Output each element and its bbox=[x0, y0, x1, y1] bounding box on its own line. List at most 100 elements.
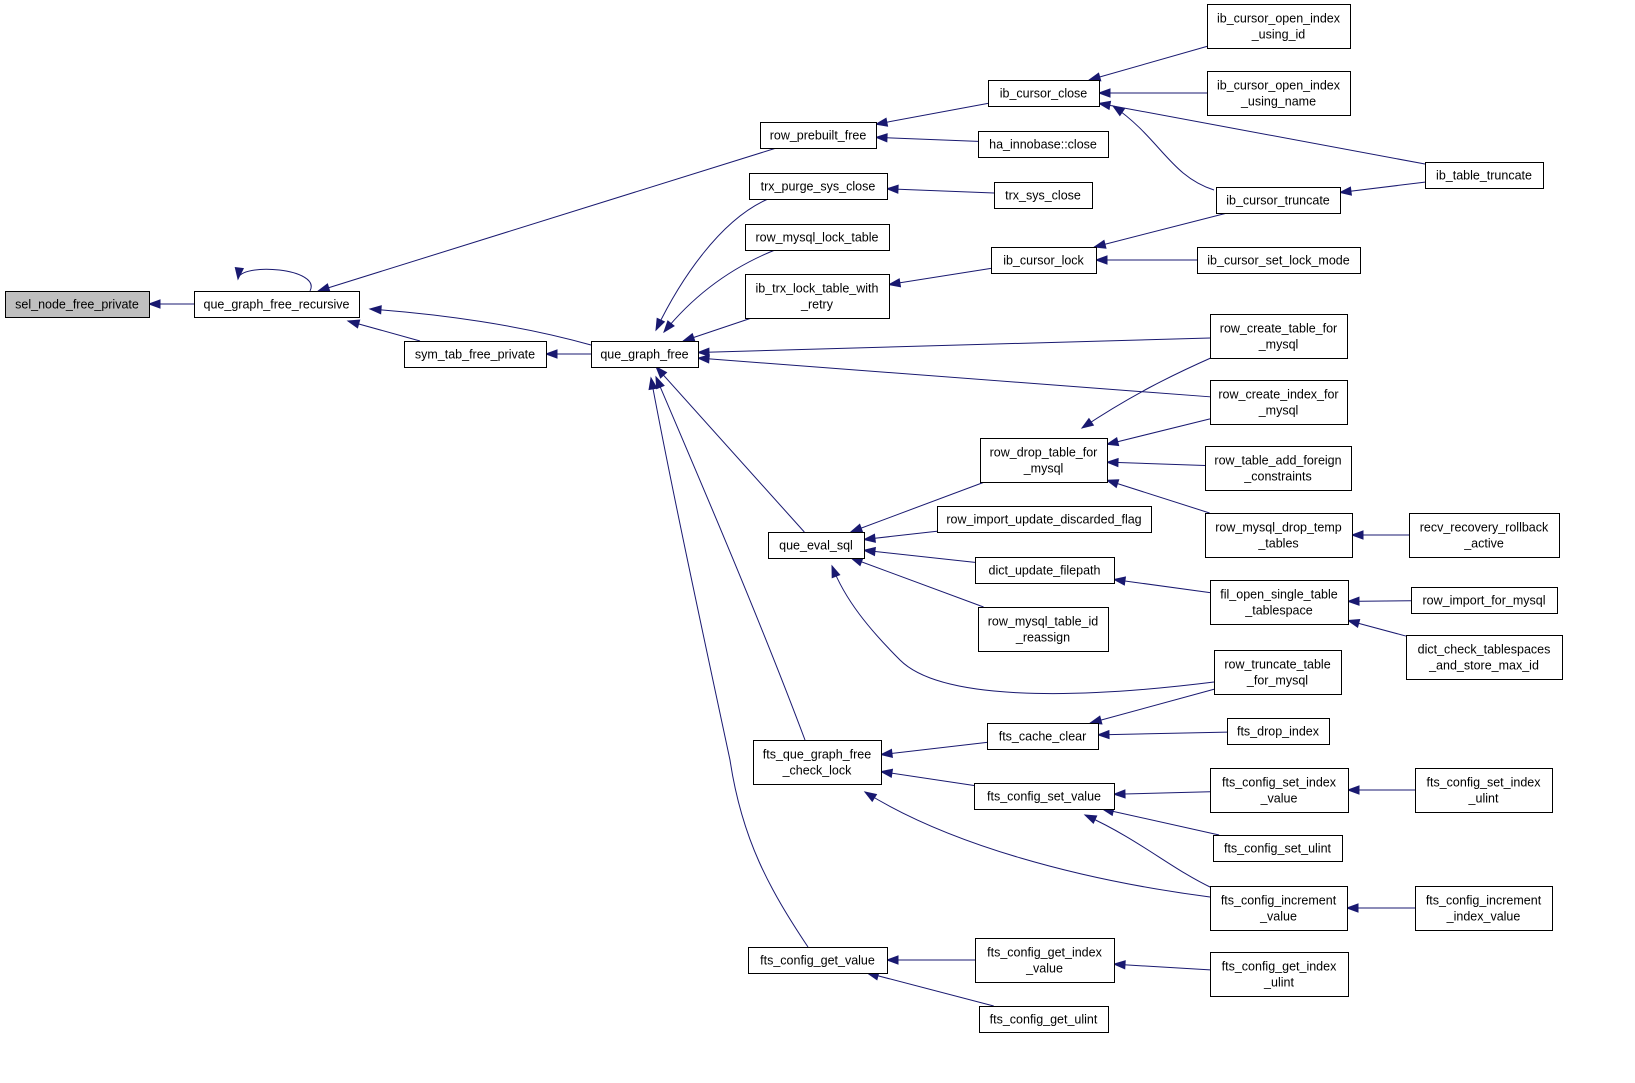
node-ib-cursor-open-index-using-name[interactable]: ib_cursor_open_index_using_name bbox=[1207, 71, 1351, 116]
arrowhead bbox=[1111, 105, 1126, 117]
arrowhead bbox=[696, 347, 710, 357]
node-label: fts_config_set_value bbox=[987, 790, 1101, 804]
edge-line bbox=[888, 267, 992, 286]
node-ib-cursor-set-lock-mode[interactable]: ib_cursor_set_lock_mode bbox=[1197, 247, 1361, 274]
edge-line bbox=[663, 249, 776, 333]
arrowhead bbox=[544, 349, 558, 359]
node-row-prebuilt-free[interactable]: row_prebuilt_free bbox=[760, 122, 877, 149]
edge-n_fcgu-to-n_fcgv bbox=[865, 971, 994, 1007]
node-label: _tablespace bbox=[1244, 604, 1312, 618]
node-row-mysql-drop-temp-tables[interactable]: row_mysql_drop_temp_tables bbox=[1205, 513, 1353, 558]
node-ib-table-truncate[interactable]: ib_table_truncate bbox=[1425, 162, 1544, 189]
node-fts-config-increment-index-value[interactable]: fts_config_increment_index_value bbox=[1415, 886, 1553, 931]
node-trx-purge-sys-close[interactable]: trx_purge_sys_close bbox=[749, 173, 888, 200]
arrowhead bbox=[1345, 903, 1359, 913]
node-fts-config-get-ulint[interactable]: fts_config_get_ulint bbox=[979, 1006, 1109, 1033]
node-row-create-index-for-mysql[interactable]: row_create_index_for_mysql bbox=[1210, 380, 1348, 425]
node-label: _and_store_max_id bbox=[1428, 659, 1539, 673]
edge-n_itlt-to-n_qgf bbox=[681, 317, 752, 342]
node-fts-que-graph-free-check-lock[interactable]: fts_que_graph_free_check_lock bbox=[753, 740, 882, 785]
node-label: _value bbox=[1259, 910, 1297, 924]
node-row-drop-table-for-mysql[interactable]: row_drop_table_for_mysql bbox=[980, 438, 1108, 483]
arrowhead bbox=[316, 283, 331, 293]
edge-n_dctsmi-to-n_fostt bbox=[1346, 618, 1407, 637]
node-label: fil_open_single_table bbox=[1220, 588, 1338, 602]
edge-n_rtafc-to-n_rdtf bbox=[1105, 457, 1206, 468]
node-fts-config-set-index-ulint[interactable]: fts_config_set_index_ulint bbox=[1415, 768, 1553, 813]
node-fts-cache-clear[interactable]: fts_cache_clear bbox=[987, 723, 1099, 750]
node-row-truncate-table-for-mysql[interactable]: row_truncate_table_for_mysql bbox=[1214, 650, 1342, 695]
arrowhead bbox=[1097, 100, 1112, 111]
edge-line bbox=[1106, 418, 1211, 445]
node-box bbox=[1415, 768, 1553, 813]
node-box bbox=[1210, 580, 1349, 625]
arrowhead bbox=[874, 117, 889, 127]
node-box bbox=[978, 131, 1109, 158]
node-que-graph-free-recursive[interactable]: que_graph_free_recursive bbox=[194, 291, 360, 318]
edge-n_rmtir-to-n_qes bbox=[849, 557, 984, 608]
node-ib-cursor-close[interactable]: ib_cursor_close bbox=[988, 80, 1100, 107]
arrowhead bbox=[1112, 960, 1126, 970]
node-fts-config-get-index-ulint[interactable]: fts_config_get_index_ulint bbox=[1210, 952, 1349, 997]
edge-n_icoiun-to-n_icc bbox=[1097, 88, 1207, 98]
arrowhead bbox=[1096, 729, 1110, 740]
node-ib-trx-lock-table-with-retry[interactable]: ib_trx_lock_table_with_retry bbox=[745, 274, 890, 319]
node-label: _using_name bbox=[1240, 95, 1316, 109]
node-fts-drop-index[interactable]: fts_drop_index bbox=[1227, 718, 1330, 745]
node-box bbox=[404, 341, 547, 368]
edge-n_icoiui-to-n_icc bbox=[1087, 45, 1208, 82]
node-label: row_truncate_table bbox=[1224, 658, 1330, 672]
node-dict-check-tablespaces-and-store-max-id[interactable]: dict_check_tablespaces_and_store_max_id bbox=[1406, 635, 1563, 680]
node-fil-open-single-table-tablespace[interactable]: fil_open_single_table _tablespace bbox=[1210, 580, 1349, 625]
node-box bbox=[991, 247, 1097, 274]
node-ib-cursor-truncate[interactable]: ib_cursor_truncate bbox=[1216, 187, 1341, 214]
node-fts-config-set-value[interactable]: fts_config_set_value bbox=[974, 783, 1115, 810]
edge-line bbox=[1098, 102, 1426, 165]
node-box bbox=[987, 723, 1099, 750]
node-label: row_mysql_drop_temp bbox=[1215, 521, 1341, 535]
node-box bbox=[978, 607, 1109, 652]
node-sel-node-free-private[interactable]: sel_node_free_private bbox=[5, 291, 150, 318]
node-fts-config-set-index-value[interactable]: fts_config_set_index_value bbox=[1210, 768, 1349, 813]
node-label: _mysql bbox=[1258, 338, 1299, 352]
node-row-mysql-lock-table[interactable]: row_mysql_lock_table bbox=[745, 224, 890, 251]
node-sym-tab-free-private[interactable]: sym_tab_free_private bbox=[404, 341, 547, 368]
node-que-eval-sql[interactable]: que_eval_sql bbox=[768, 532, 865, 559]
edge-n_fciv-to-n_fqgf bbox=[863, 791, 1211, 898]
edge-n_fcsu-to-n_fcsv bbox=[1100, 806, 1220, 836]
node-fts-config-set-ulint[interactable]: fts_config_set_ulint bbox=[1213, 835, 1343, 862]
node-label: row_mysql_lock_table bbox=[756, 231, 879, 245]
node-label: fts_config_get_ulint bbox=[990, 1013, 1098, 1027]
node-row-import-for-mysql[interactable]: row_import_for_mysql bbox=[1411, 587, 1558, 614]
node-recv-recovery-rollback-active[interactable]: recv_recovery_rollback_active bbox=[1409, 513, 1560, 558]
node-fts-config-get-value[interactable]: fts_config_get_value bbox=[748, 947, 888, 974]
node-ib-cursor-open-index-using-id[interactable]: ib_cursor_open_index_using_id bbox=[1207, 4, 1351, 49]
edge-line bbox=[863, 530, 938, 541]
node-label: _ulint bbox=[1263, 976, 1294, 990]
node-row-mysql-table-id-reassign[interactable]: row_mysql_table_id_reassign bbox=[978, 607, 1109, 652]
edge-line bbox=[875, 136, 979, 142]
edge-line bbox=[831, 565, 1215, 695]
node-ha-innobase-close[interactable]: ha_innobase::close bbox=[978, 131, 1109, 158]
node-que-graph-free[interactable]: que_graph_free bbox=[591, 341, 699, 368]
edge-line bbox=[1113, 791, 1211, 795]
node-dict-update-filepath[interactable]: dict_update_filepath bbox=[975, 557, 1115, 584]
arrowhead bbox=[1105, 457, 1119, 468]
edge-n_qes-to-n_qgf bbox=[655, 365, 805, 533]
node-row-import-update-discarded-flag[interactable]: row_import_update_discarded_flag bbox=[937, 506, 1152, 533]
node-fts-config-get-index-value[interactable]: fts_config_get_index_value bbox=[975, 938, 1115, 983]
node-trx-sys-close[interactable]: trx_sys_close bbox=[994, 182, 1093, 209]
node-label: _ulint bbox=[1468, 792, 1499, 806]
node-fts-config-increment-value[interactable]: fts_config_increment_value bbox=[1210, 886, 1348, 931]
edge-n_fcgiu-to-n_fcgiv bbox=[1112, 960, 1211, 971]
edge-line bbox=[1097, 731, 1228, 736]
node-ib-cursor-lock[interactable]: ib_cursor_lock bbox=[991, 247, 1097, 274]
node-label: ib_cursor_lock bbox=[1003, 254, 1084, 268]
node-box bbox=[1216, 187, 1341, 214]
node-row-create-table-for-mysql[interactable]: row_create_table_for_mysql bbox=[1210, 314, 1348, 359]
node-box bbox=[760, 122, 877, 149]
node-row-table-add-foreign-constraints[interactable]: row_table_add_foreign_constraints bbox=[1205, 446, 1352, 491]
edge-line bbox=[1094, 212, 1228, 248]
node-label: dict_update_filepath bbox=[989, 564, 1101, 578]
